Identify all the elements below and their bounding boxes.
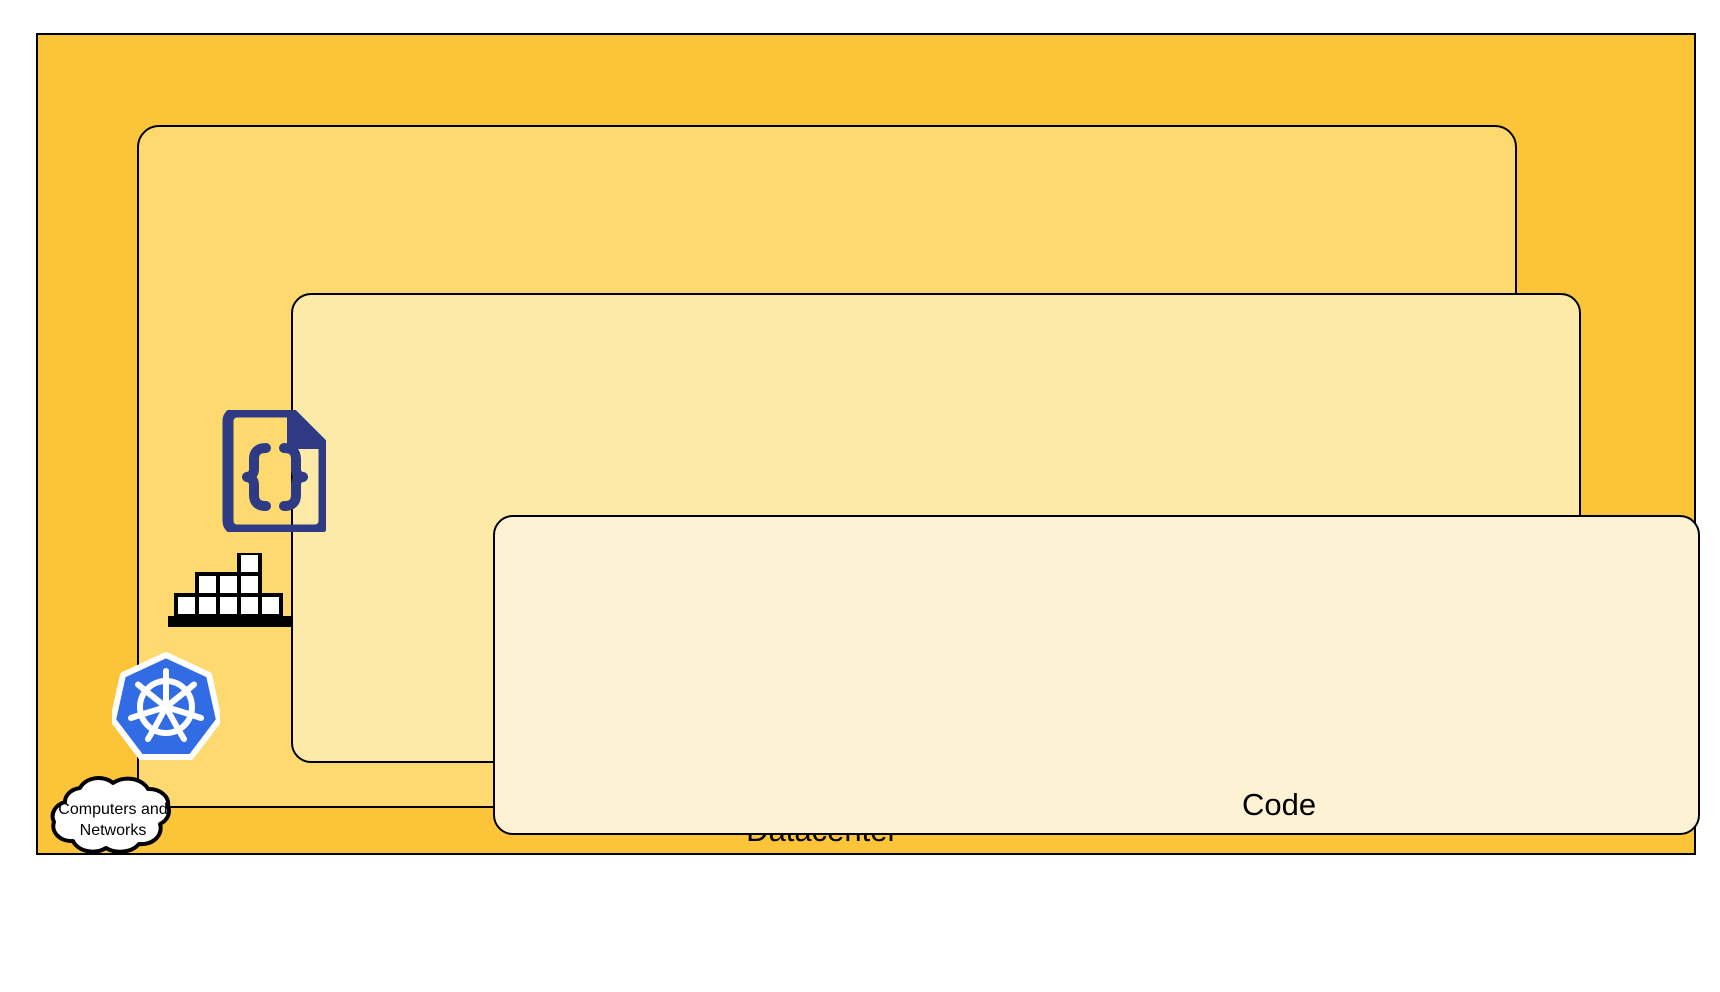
layer-code[interactable]: Code	[493, 515, 1700, 835]
kubernetes-icon	[110, 652, 222, 762]
layer-cluster[interactable]: Cluster Container Code	[137, 125, 1700, 835]
code-document-icon	[218, 406, 330, 536]
cloud-callout-computers-and-networks[interactable]: Computers and Networks	[33, 772, 193, 869]
container-blocks-icon	[168, 551, 291, 628]
layer-container[interactable]: Container Code	[291, 293, 1700, 835]
layer-datacenter[interactable]: Cloud/Co-Lo/Corporate Datacenter Cluster…	[36, 33, 1700, 855]
cloud-shape-icon	[50, 776, 172, 854]
layer-code-label: Code	[1241, 787, 1317, 823]
